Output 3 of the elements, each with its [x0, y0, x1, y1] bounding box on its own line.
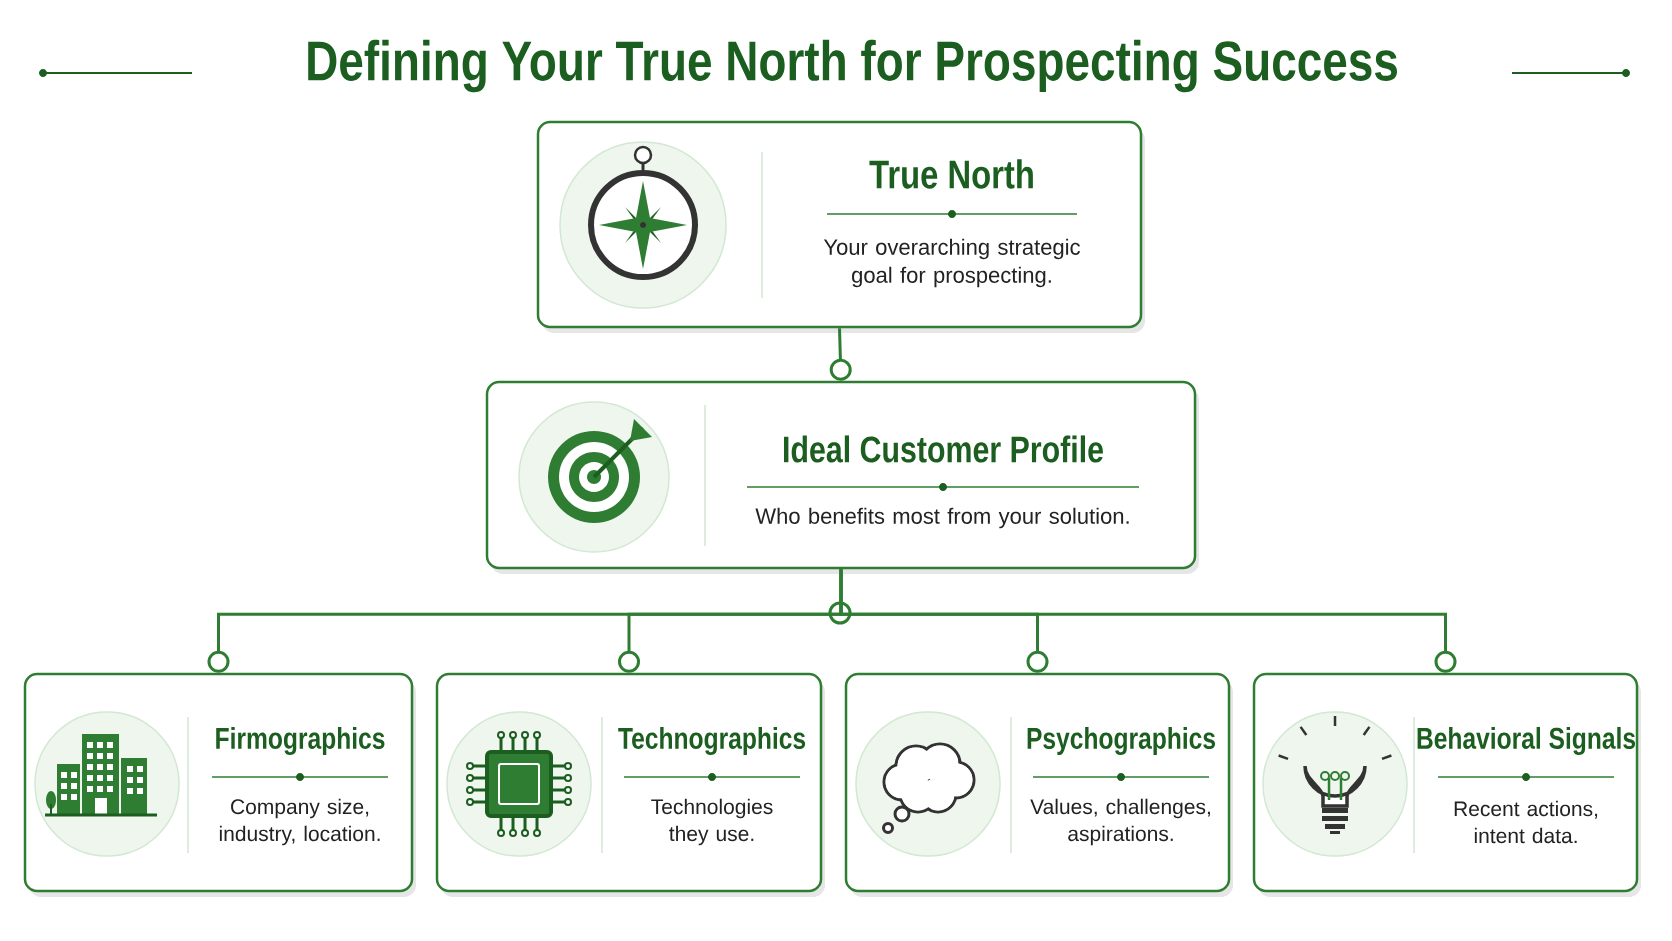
title: Defining Your True North for Prospecting Success	[308, 39, 1397, 93]
connector	[839, 569, 1457, 673]
connector	[829, 328, 852, 381]
